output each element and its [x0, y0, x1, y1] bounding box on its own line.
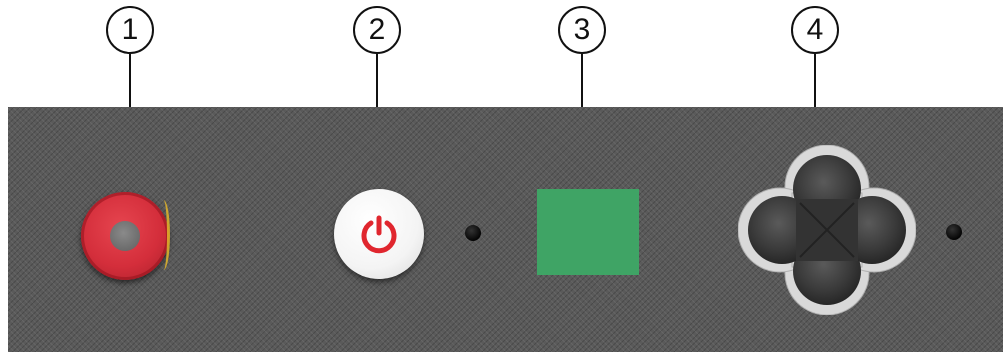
emergency-stop-ring	[157, 200, 170, 270]
callout-4-leader	[814, 54, 816, 142]
indicator-dot-right	[946, 224, 962, 240]
joystick[interactable]	[738, 145, 916, 315]
status-light	[537, 189, 639, 275]
indicator-dot	[465, 225, 481, 241]
callout-1: 1	[106, 6, 154, 54]
power-button[interactable]	[334, 189, 424, 279]
callout-2: 2	[353, 6, 401, 54]
power-icon	[361, 215, 397, 254]
emergency-stop-button[interactable]	[81, 192, 169, 280]
callout-3: 3	[558, 6, 606, 54]
callout-4: 4	[791, 6, 839, 54]
